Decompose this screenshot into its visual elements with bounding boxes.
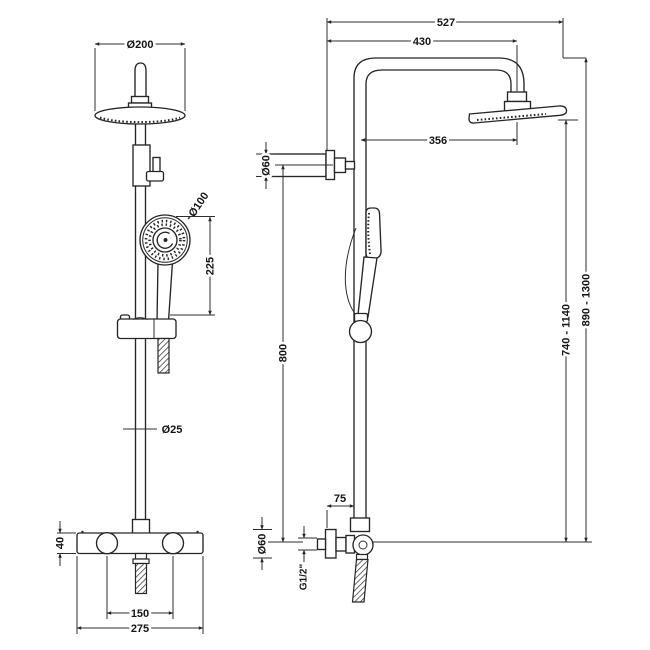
valve-knob-side (352, 534, 374, 556)
handset-head-side (365, 207, 382, 260)
dim-inlet-centres: 150 (131, 608, 149, 620)
slider-knob-side (348, 319, 373, 344)
diverter-body-front (132, 144, 151, 187)
handset-face-front (139, 214, 191, 266)
side-view (267, 57, 568, 603)
outlet-nut-front (134, 552, 148, 560)
valve-step-side (335, 536, 347, 552)
overhead-arm-front (134, 62, 147, 98)
valve-knob-center (358, 540, 368, 550)
dim-outer-height-range: 890 - 1300 (581, 274, 593, 327)
dim-valve-height: 40 (55, 537, 67, 549)
spray-face-dots-front (99, 116, 181, 124)
front-view (76, 62, 204, 595)
logo-dot (163, 238, 168, 242)
head-collar-front (130, 95, 150, 104)
valve-screw-left (81, 530, 84, 534)
handset-hose-side (344, 227, 358, 317)
dim-arm-projection: 356 (429, 135, 447, 147)
outlet-nut-side (355, 553, 369, 561)
valve-screw-right (196, 530, 199, 534)
valve-knob-left (95, 532, 119, 555)
outlet-hose-side (351, 558, 369, 603)
arm-nut-side (506, 91, 528, 103)
nozzle-ring-inner (148, 223, 182, 257)
overhead-shower-head-front (94, 106, 186, 125)
slider-bracket-front (116, 318, 177, 340)
dim-rail-diameter: Ø25 (162, 424, 183, 436)
dim-head-diameter: Ø200 (127, 39, 154, 51)
dim-flange-diameter: Ø60 (257, 534, 269, 555)
logo-swirl (156, 231, 174, 249)
dim-bracket-diameter: Ø60 (261, 155, 273, 176)
valve-wall-flange-side (324, 528, 337, 559)
dim-rail-length: 800 (278, 344, 290, 362)
outlet-collar-front (132, 558, 150, 565)
spray-face-dots-side (476, 113, 547, 121)
valve-knob-right (161, 532, 185, 555)
dim-inner-height-range: 740 - 1140 (561, 304, 573, 356)
dim-head-projection: 430 (413, 36, 431, 48)
bracket-notch (132, 317, 148, 320)
diverter-lever (145, 170, 165, 182)
dim-inlet-thread: G1/2" (299, 564, 310, 591)
outlet-hose-front (134, 562, 148, 595)
handset-hose-front (157, 337, 170, 374)
rail-valve-joint-side (349, 517, 371, 533)
dim-valve-width: 275 (131, 623, 149, 635)
nozzle-ring-outer (144, 219, 186, 261)
dim-handset-length: 225 (205, 257, 217, 275)
dim-wall-to-rail: 75 (334, 493, 346, 505)
dim-total-projection: 527 (437, 17, 455, 29)
inlet-nipple-side (316, 538, 327, 551)
rail-valve-joint-front (131, 518, 151, 535)
side-view-dimensions: 527 430 356 Ø60 800 75 Ø60 G1/2" 74 (253, 15, 595, 593)
